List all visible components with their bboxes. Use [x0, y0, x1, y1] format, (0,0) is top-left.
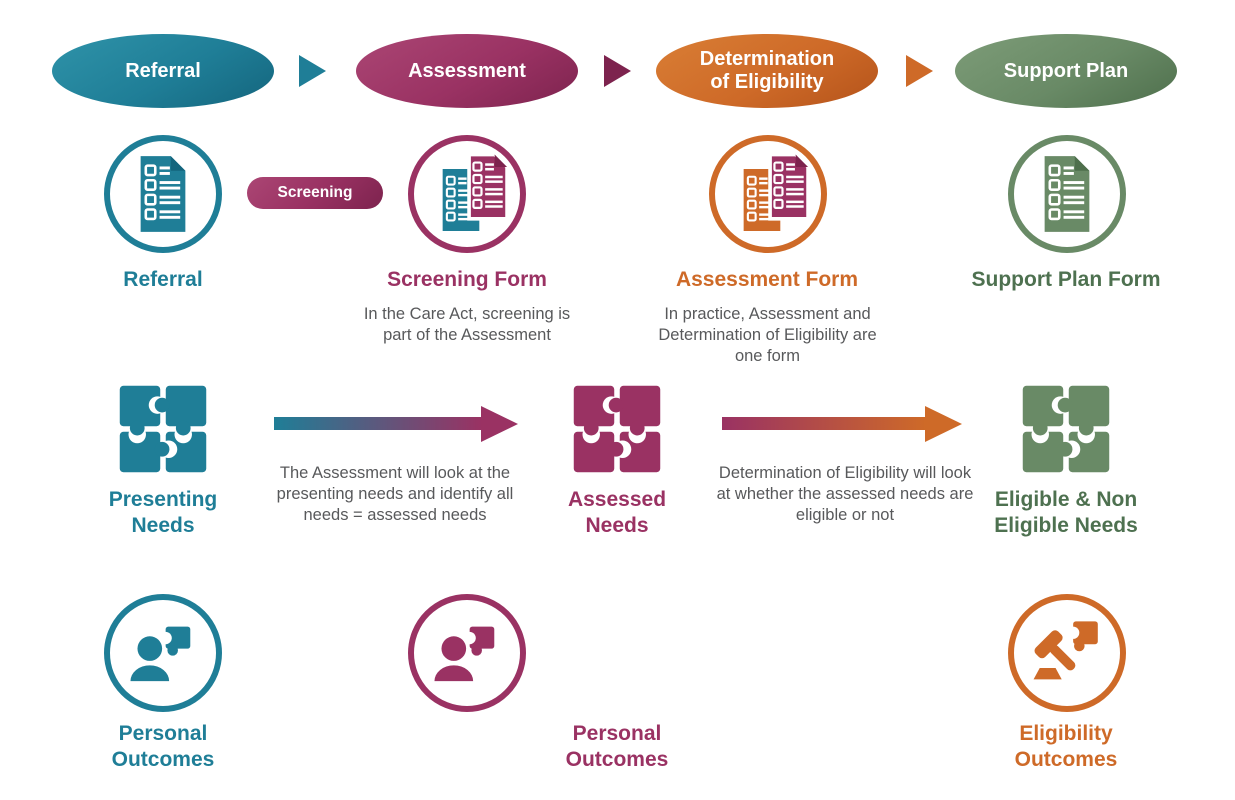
assessment-arrow-caption: The Assessment will look at the presenti…: [276, 464, 514, 524]
referral-form-circle: [104, 135, 222, 253]
gavel-puzzle-icon: [1033, 621, 1098, 680]
screening-badge: Screening: [247, 177, 383, 209]
stage-label-referral: Referral: [125, 59, 201, 82]
eligibility-arrow-caption: Determination of Eligibility will look a…: [716, 464, 974, 524]
stage-arrow-icon-2: [604, 55, 631, 87]
assessment-form-circle: [709, 135, 827, 253]
support-plan-form-circle: [1008, 135, 1126, 253]
stage-label-support-plan: Support Plan: [1003, 59, 1129, 82]
support-plan-form-label: Support Plan Form: [971, 268, 1161, 291]
assessed-needs-label: Assessed Needs: [567, 488, 667, 537]
forms-stack-icon: [743, 152, 810, 232]
forms-stack-icon: [442, 152, 509, 232]
eligible-needs-label: Eligible & Non Eligible Needs: [994, 488, 1138, 537]
eligible-needs-icon-wrap: [1020, 383, 1112, 480]
screening-form-circle: [408, 135, 526, 253]
assessed-needs-icon-wrap: [571, 383, 663, 480]
presenting-needs-icon-wrap: [117, 383, 209, 480]
gradient-arrow-assessment-head: [481, 406, 518, 442]
stage-label-assessment: Assessment: [408, 59, 526, 82]
gradient-arrow-assessment: [274, 417, 482, 430]
stage-oval-support-plan: Support Plan: [955, 34, 1177, 108]
person-puzzle-icon: [434, 626, 495, 682]
gradient-arrow-eligibility: [722, 417, 926, 430]
stage-label-determination: Determination of Eligibility: [699, 48, 835, 93]
eligibility-outcomes-circle: [1008, 594, 1126, 712]
form-icon: [140, 156, 186, 232]
screening-note: In the Care Act, screening is part of th…: [363, 305, 571, 344]
stage-arrow-icon-1: [299, 55, 326, 87]
form-icon: [1044, 156, 1090, 232]
gradient-arrow-eligibility-head: [925, 406, 962, 442]
assessment-form-label: Assessment Form: [675, 268, 859, 291]
person-puzzle-icon: [130, 626, 191, 682]
stage-oval-assessment: Assessment: [356, 34, 578, 108]
screening-form-label: Screening Form: [387, 268, 547, 291]
stage-oval-referral: Referral: [52, 34, 274, 108]
stage-arrow-icon-3: [906, 55, 933, 87]
puzzle-icon: [573, 385, 661, 473]
puzzle-icon: [119, 385, 207, 473]
eligibility-outcomes-label: Eligibility Outcomes: [1014, 722, 1118, 771]
personal-outcomes-label-2: Personal Outcomes: [565, 722, 669, 771]
personal-outcomes-circle-2: [408, 594, 526, 712]
personal-outcomes-circle-1: [104, 594, 222, 712]
referral-form-label: Referral: [123, 268, 203, 291]
assessment-note: In practice, Assessment and Determinatio…: [658, 305, 877, 365]
stage-oval-determination: Determination of Eligibility: [656, 34, 878, 108]
presenting-needs-label: Presenting Needs: [108, 488, 218, 537]
puzzle-icon: [1022, 385, 1110, 473]
personal-outcomes-label-1: Personal Outcomes: [111, 722, 215, 771]
